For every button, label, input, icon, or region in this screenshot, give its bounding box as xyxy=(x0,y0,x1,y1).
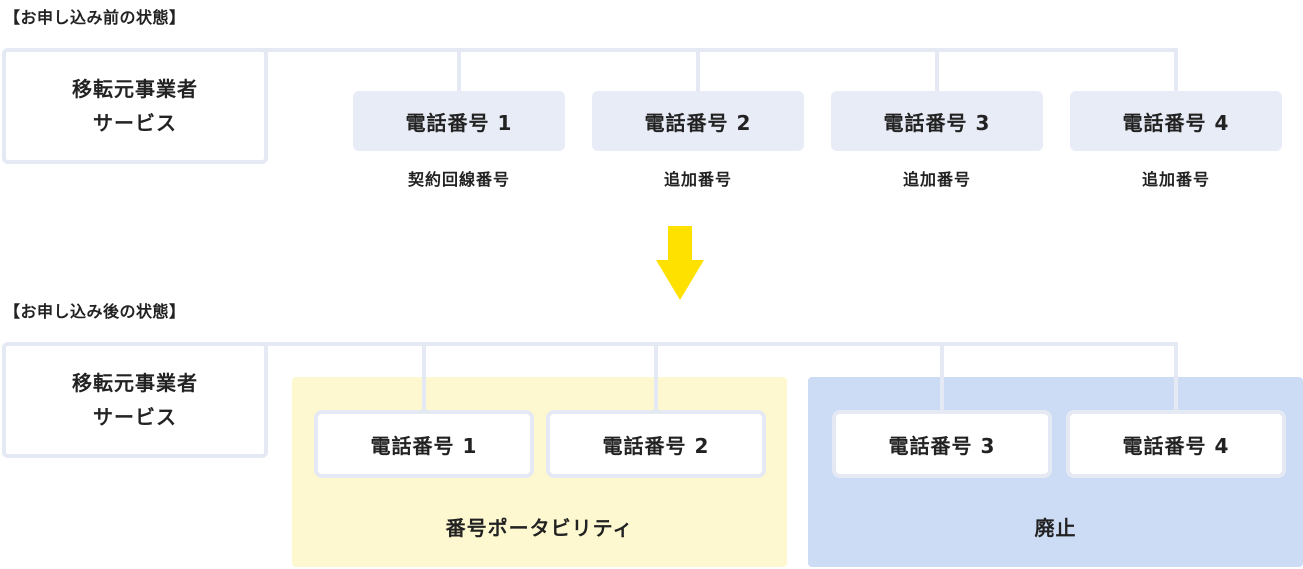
phone-number-1-box: 電話番号 1 xyxy=(353,91,565,151)
connector-line xyxy=(935,48,939,92)
abolish-label: 廃止 xyxy=(1034,516,1077,540)
provider-label-line2: サービス xyxy=(93,111,177,135)
before-section-title: 【お申し込み前の状態】 xyxy=(4,8,186,27)
provider-label-line1: 移転元事業者 xyxy=(72,371,198,395)
connector-line xyxy=(1174,48,1178,92)
connector-line xyxy=(1174,342,1178,414)
ported-phone-number-2-box: 電話番号 2 xyxy=(546,410,766,478)
phone-number-2-type: 追加番号 xyxy=(663,170,732,189)
connector-line xyxy=(940,342,944,414)
provider-label-line2: サービス xyxy=(93,405,177,429)
provider-label-line1: 移転元事業者 xyxy=(72,77,198,101)
abolished-phone-number-3-box: 電話番号 3 xyxy=(832,410,1052,478)
source-provider-service-box-after: 移転元事業者 サービス xyxy=(2,342,268,458)
connector-line xyxy=(654,342,658,414)
phone-number-4-box: 電話番号 4 xyxy=(1070,91,1282,151)
ported-phone-number-1-box: 電話番号 1 xyxy=(314,410,534,478)
phone-number-3-type: 追加番号 xyxy=(902,170,971,189)
phone-number-3-box: 電話番号 3 xyxy=(831,91,1043,151)
connector-line xyxy=(696,48,700,92)
connector-line xyxy=(240,48,1178,52)
phone-number-4-type: 追加番号 xyxy=(1141,170,1210,189)
phone-number-1-type: 契約回線番号 xyxy=(407,170,510,189)
connector-line xyxy=(240,342,1178,346)
phone-number-2-box: 電話番号 2 xyxy=(592,91,804,151)
connector-line xyxy=(457,48,461,92)
number-portability-label: 番号ポータビリティ xyxy=(445,516,634,540)
after-section-title: 【お申し込み後の状態】 xyxy=(4,302,186,321)
down-arrow-icon xyxy=(656,226,704,300)
connector-line xyxy=(422,342,426,414)
source-provider-service-box: 移転元事業者 サービス xyxy=(2,48,268,164)
abolished-phone-number-4-box: 電話番号 4 xyxy=(1066,410,1286,478)
